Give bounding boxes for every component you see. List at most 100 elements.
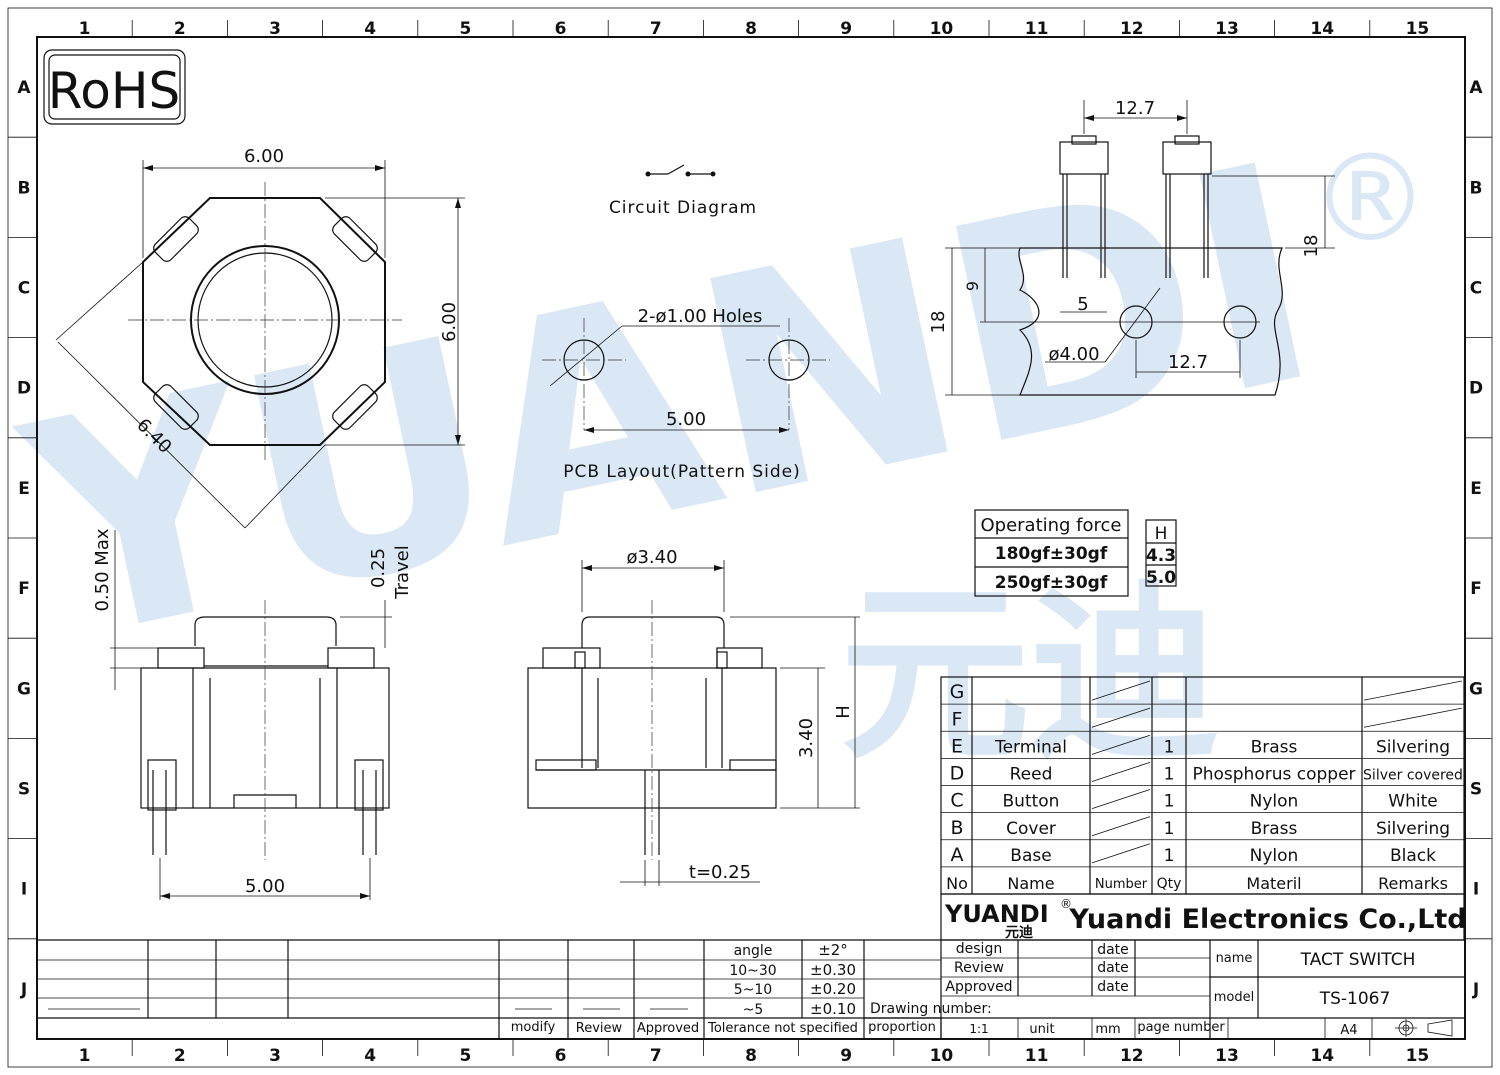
dim-top-height: 6.00 — [439, 302, 460, 342]
tb-unit: unit — [1029, 1022, 1054, 1037]
bom-row-material: Nylon — [1250, 846, 1299, 866]
bom-row-remarks: Black — [1390, 846, 1436, 866]
border-col-label: 12 — [1120, 19, 1144, 39]
border-row-label: F — [18, 579, 30, 599]
border-col-label: 3 — [269, 1046, 281, 1066]
title-block: angle±2°10~30±0.305~10±0.20~5±0.10 modif… — [37, 939, 1465, 1039]
bom-row-material: Nylon — [1250, 792, 1299, 812]
bom-row-material: Brass — [1251, 819, 1298, 839]
mount-dim-hole: ø4.00 — [1048, 344, 1099, 365]
front-h-label: H — [833, 705, 854, 719]
mount-bottom-spacing: 12.7 — [1168, 352, 1208, 373]
border-col-label: 9 — [840, 1046, 852, 1066]
mount-dim-5: 5 — [1077, 294, 1088, 315]
border-col-label: 4 — [364, 1046, 376, 1066]
company-logo-cn: 元迪 — [1005, 924, 1033, 941]
tol-range: 10~30 — [729, 963, 776, 979]
tol-range: ~5 — [743, 1002, 764, 1018]
bom-row-qty: 1 — [1164, 846, 1175, 866]
bom-row-name: Base — [1010, 846, 1051, 866]
side-width: 5.00 — [245, 876, 285, 897]
bom-row-qty: 1 — [1164, 765, 1175, 785]
rohs-text: RoHS — [48, 62, 180, 120]
tol-value: ±0.30 — [810, 961, 856, 979]
border-col-label: 10 — [930, 19, 954, 39]
border-row-label: J — [1472, 980, 1479, 1000]
tol-value: ±0.20 — [810, 980, 856, 998]
tb-approved: Approved — [637, 1021, 699, 1036]
bom-row-remarks: White — [1388, 792, 1437, 812]
pcb-label: PCB Layout(Pattern Side) — [563, 462, 801, 482]
force-table: Operating force 180gf±30gf 250gf±30gf H … — [974, 509, 1177, 597]
tol-range: angle — [734, 943, 773, 959]
bom-row-remarks: Silver covered — [1363, 768, 1463, 784]
border-col-label: 6 — [555, 19, 567, 39]
bom-row-qty: 1 — [1164, 819, 1175, 839]
mount-dim-9: 9 — [963, 281, 982, 291]
tb-model-label: model — [1214, 990, 1254, 1005]
border-row-label: E — [1470, 479, 1482, 499]
border-col-label: 13 — [1215, 1046, 1239, 1066]
bom-row-id: G — [950, 681, 965, 703]
border-col-label: 10 — [930, 1046, 954, 1066]
border-row-label: D — [17, 379, 31, 399]
bom-header-number: Number — [1095, 877, 1148, 892]
watermark-reg: ® — [1310, 130, 1430, 269]
bom-header-qty: Qty — [1157, 876, 1182, 892]
bom-row-material: Brass — [1251, 737, 1298, 757]
border-row-label: G — [17, 679, 31, 699]
tb-size: A4 — [1340, 1023, 1357, 1038]
tb-approved2: Approved — [945, 979, 1012, 995]
tol-value: ±0.10 — [810, 1000, 856, 1018]
tb-model-value: TS-1067 — [1319, 989, 1391, 1009]
force-row-1: 180gf±30gf — [995, 544, 1108, 564]
border-col-label: 11 — [1025, 19, 1049, 39]
watermark-cn: 元迪 — [840, 564, 1220, 785]
bom-row-id: E — [951, 735, 963, 757]
force-h-2: 5.0 — [1146, 568, 1176, 588]
force-row-2: 250gf±30gf — [995, 573, 1108, 593]
border-col-label: 8 — [745, 19, 757, 39]
circuit-diagram: Circuit Diagram — [609, 164, 757, 218]
bom-row-id: A — [951, 844, 964, 866]
border-col-label: 1 — [79, 19, 91, 39]
border-row-label: E — [18, 479, 30, 499]
pcb-layout: 2-ø1.00 Holes 5.00 PCB Layout(Pattern Si… — [542, 306, 830, 482]
border-col-label: 1 — [79, 1046, 91, 1066]
border-row-label: I — [1473, 880, 1479, 900]
border-row-label: C — [1470, 279, 1482, 299]
pcb-holes-label: 2-ø1.00 Holes — [638, 306, 763, 327]
tb-modify: modify — [511, 1020, 556, 1035]
border-col-label: 14 — [1310, 19, 1334, 39]
bom-row-id: D — [950, 763, 965, 785]
circuit-label: Circuit Diagram — [609, 198, 757, 218]
tb-name-value: TACT SWITCH — [1300, 950, 1416, 970]
border-labels: 1122334455667788991010111112121313141415… — [8, 19, 1492, 1066]
front-view: ø3.40 3.40 H t=0.25 — [527, 547, 860, 886]
mount-height-right: 18 — [1301, 235, 1322, 258]
border-col-label: 5 — [459, 19, 471, 39]
bom-header-remarks: Remarks — [1378, 874, 1448, 893]
mount-top-spacing: 12.7 — [1115, 98, 1155, 119]
border-row-label: I — [21, 880, 27, 900]
bom-row-remarks: Silvering — [1376, 737, 1450, 757]
mount-view: 18 9 5 ø4.00 12.7 12.7 18 — [928, 98, 1335, 396]
tolerance-rows: angle±2°10~30±0.305~10±0.20~5±0.10 — [729, 941, 856, 1018]
tb-scale: 1:1 — [969, 1022, 988, 1036]
tb-date2: date — [1097, 960, 1129, 976]
border-col-label: 6 — [555, 1046, 567, 1066]
dim-top-width: 6.00 — [244, 146, 284, 167]
side-view: 0.50 Max 0.25 Travel 5.00 — [92, 528, 413, 900]
tb-review2: Review — [954, 960, 1004, 976]
border-col-label: 11 — [1025, 1046, 1049, 1066]
border-row-label: C — [18, 279, 30, 299]
bom-header-name: Name — [1007, 874, 1054, 893]
border-col-label: 8 — [745, 1046, 757, 1066]
bom-row-id: B — [950, 817, 963, 839]
border-col-label: 2 — [174, 19, 186, 39]
border-row-label: D — [1469, 379, 1483, 399]
border-col-label: 5 — [459, 1046, 471, 1066]
bom-header-material: Materil — [1246, 874, 1301, 893]
border-col-label: 13 — [1215, 19, 1239, 39]
